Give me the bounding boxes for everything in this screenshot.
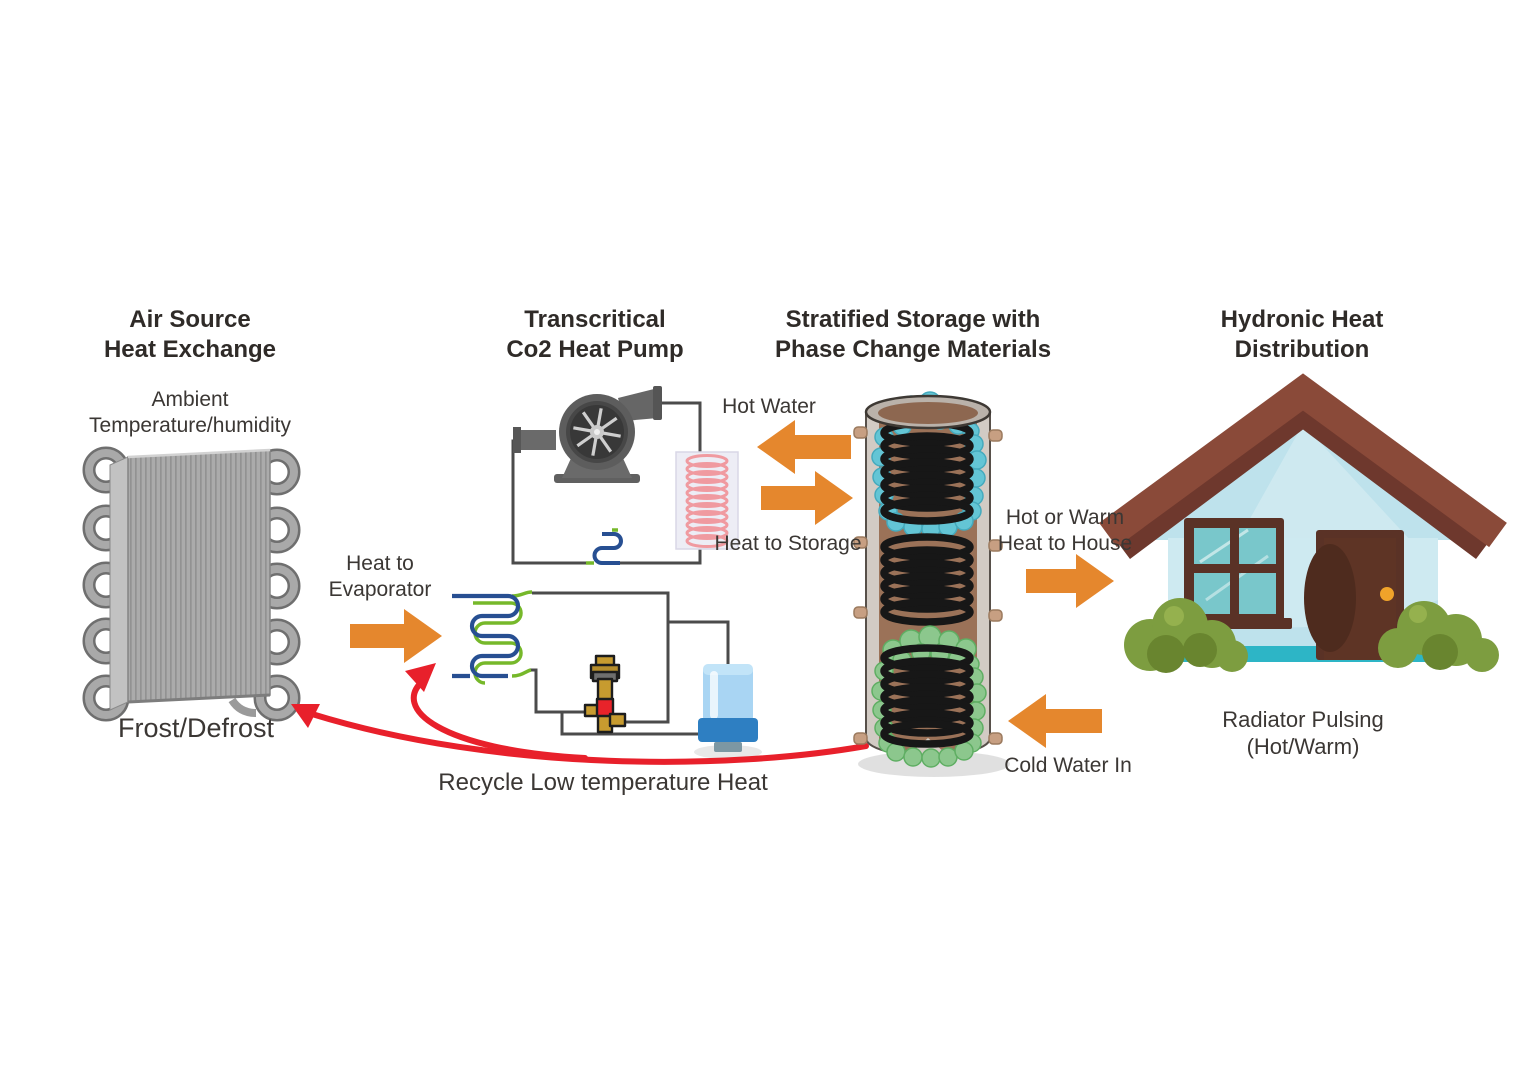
heat-to-evaporator-label: Heat to Evaporator <box>328 552 432 602</box>
compressor-icon <box>513 386 662 483</box>
tank-ports <box>853 426 1003 745</box>
expansion-valve-icon <box>583 654 627 734</box>
storage-tank-icon <box>853 391 1010 777</box>
heat-to-storage-label: Heat to Storage <box>714 532 862 555</box>
house-icon <box>1099 373 1507 673</box>
heat-to-storage-arrow-icon <box>761 471 853 525</box>
storage-title: Stratified Storage with Phase Change Mat… <box>774 306 1052 363</box>
recycle-arrow-main <box>309 711 869 765</box>
frost-defrost-label: Frost/Defrost <box>117 713 275 743</box>
recycle-arrowhead-to-exchanger <box>291 704 320 728</box>
cold-water-arrow-icon <box>1008 694 1102 748</box>
exchanger-fin-block <box>127 449 271 703</box>
air-source-title: Air Source Heat Exchange <box>103 306 277 363</box>
house-window <box>1176 518 1292 629</box>
house-bush-right <box>1378 601 1499 672</box>
door-knob <box>1380 587 1394 601</box>
air-heat-exchanger-icon <box>82 446 301 722</box>
gas-cooler-icon <box>675 451 739 550</box>
house-roof <box>1099 373 1507 548</box>
heat-to-house-arrow-icon <box>1026 554 1114 608</box>
recycle-arrowhead-to-evaporator <box>405 663 436 692</box>
ambient-label: Ambient Temperature/humidity <box>89 388 291 438</box>
heat-pump-circuit <box>452 386 762 759</box>
heat-pump-title: Transcritical Co2 Heat Pump <box>506 306 684 363</box>
heat-to-evaporator-arrow-icon <box>350 609 442 663</box>
house-roof-under <box>1118 404 1488 560</box>
house-door <box>1304 530 1404 660</box>
flow-arrows <box>350 420 1114 748</box>
radiator-pulsing-label: Radiator Pulsing (Hot/Warm) <box>1222 707 1384 760</box>
tank-middle-coil <box>880 533 974 626</box>
tank-top-coil <box>880 419 974 525</box>
internal-heat-exchanger-icon <box>586 528 623 565</box>
hot-or-warm-label: Hot or Warm Heat to House <box>997 506 1133 556</box>
exchanger-right-loops <box>253 448 301 722</box>
cold-water-in-label: Cold Water In <box>1004 754 1132 777</box>
house-gable-sheen <box>1238 424 1410 540</box>
recycle-heat-label: Recycle Low temperature Heat <box>438 769 768 796</box>
exchanger-outlet-tube <box>228 697 257 717</box>
tank-top-opening <box>878 402 978 424</box>
exchanger-top-edge <box>127 448 271 459</box>
evaporator-icon <box>452 590 533 685</box>
receiver-icon <box>694 664 762 759</box>
recycle-arrow-branch <box>410 677 588 761</box>
tank-bottom-coil <box>880 644 974 748</box>
exchanger-left-face <box>109 456 129 711</box>
hot-water-label: Hot Water <box>722 395 816 418</box>
hot-water-arrow-icon <box>757 420 851 474</box>
recycle-arrows <box>291 663 869 765</box>
house-bush-left <box>1124 598 1248 673</box>
exchanger-bottom-edge <box>127 693 271 704</box>
distribution-title: Hydronic Heat Distribution <box>1220 306 1384 363</box>
